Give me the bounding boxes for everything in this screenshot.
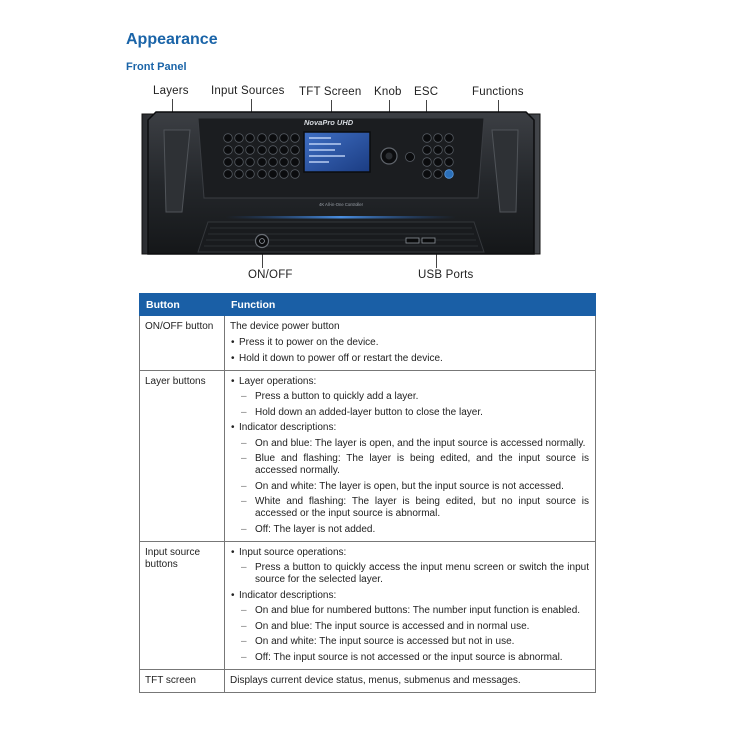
sub-item: Press a button to quickly access the inp…	[230, 562, 589, 586]
table-row: Layer buttons Layer operations: Press a …	[139, 369, 596, 542]
sub-item: Off: The input source is not accessed or…	[230, 652, 589, 664]
button-function-table: Button Function ON/OFF button The device…	[139, 293, 596, 693]
function-cell: Displays current device status, menus, s…	[224, 668, 596, 693]
button-name-cell: Input source buttons	[139, 540, 225, 670]
bullet-item: Indicator descriptions:	[230, 590, 589, 602]
callout-tft-screen: TFT Screen	[299, 86, 362, 98]
sub-item: Off: The layer is not added.	[230, 524, 589, 536]
bullet-item: Input source operations:	[230, 547, 589, 559]
function-intro: Displays current device status, menus, s…	[230, 674, 521, 686]
function-cell: Input source operations: Press a button …	[224, 540, 596, 670]
bullet-item: Hold it down to power off or restart the…	[230, 353, 589, 365]
table-row: TFT screen Displays current device statu…	[139, 668, 596, 693]
callout-usb-ports: USB Ports	[418, 269, 474, 281]
callout-knob: Knob	[374, 86, 402, 98]
callout-on-off: ON/OFF	[248, 269, 293, 281]
section-subheading: Front Panel	[126, 61, 187, 73]
bullet-item: Press it to power on the device.	[230, 337, 589, 349]
button-name-cell: Layer buttons	[139, 369, 225, 542]
callout-functions: Functions	[472, 86, 524, 98]
leader-line	[436, 246, 437, 268]
callout-esc: ESC	[414, 86, 439, 98]
function-cell: Layer operations: Press a button to quic…	[224, 369, 596, 542]
button-name-cell: ON/OFF button	[139, 315, 225, 371]
sub-item: On and blue: The layer is open, and the …	[230, 438, 589, 450]
sub-item: On and white: The input source is access…	[230, 636, 589, 648]
sub-item: Press a button to quickly add a layer.	[230, 391, 589, 403]
sub-item: Blue and flashing: The layer is being ed…	[230, 453, 589, 477]
front-panel-image: NovaPro UHD 4K All-in-One Controller	[138, 108, 544, 260]
table-row: ON/OFF button The device power button Pr…	[139, 315, 596, 371]
bullet-item: Layer operations:	[230, 376, 589, 388]
device-tagline: 4K All-in-One Controller	[319, 202, 364, 207]
bullet-item: Indicator descriptions:	[230, 422, 589, 434]
sub-item: On and white: The layer is open, but the…	[230, 481, 589, 493]
column-header-button: Button	[139, 293, 225, 316]
callout-input-sources: Input Sources	[211, 85, 285, 97]
device-brand: NovaPro UHD	[304, 118, 354, 127]
sub-item: On and blue: The input source is accesse…	[230, 621, 589, 633]
function-intro: The device power button	[230, 321, 340, 332]
sub-item: On and blue for numbered buttons: The nu…	[230, 605, 589, 617]
section-heading: Appearance	[126, 31, 218, 48]
button-name-cell: TFT screen	[139, 668, 225, 693]
function-cell: The device power button Press it to powe…	[224, 315, 596, 371]
callout-layers: Layers	[153, 85, 189, 97]
leader-line	[262, 248, 263, 268]
column-header-function: Function	[224, 293, 596, 316]
sub-item: White and flashing: The layer is being e…	[230, 496, 589, 520]
sub-item: Hold down an added-layer button to close…	[230, 407, 589, 419]
table-row: Input source buttons Input source operat…	[139, 540, 596, 670]
table-header-row: Button Function	[139, 293, 596, 316]
